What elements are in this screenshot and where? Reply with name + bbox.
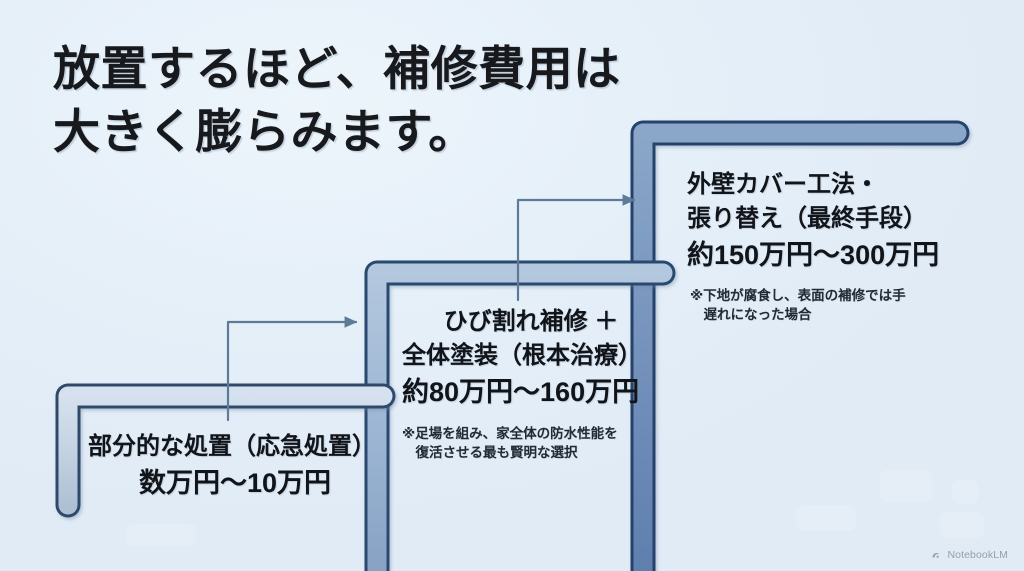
step-3-price: 約150万円〜300万円 [687,240,940,271]
step-3-note: ※下地が腐食し、表面の補修では手 遅れになった場合 [690,288,906,323]
connector-arrow-1 [226,316,358,422]
step-1-band [55,383,396,518]
step-3-label: 外壁カバー工法・ 張り替え（最終手段） 約150万円〜300万円 [687,168,939,275]
watermark-text: NotebookLM [947,549,1008,561]
step-1-price: 数万円〜10万円 [138,468,332,499]
step-2-line1: ひび割れ補修 ＋ [443,308,619,335]
step-3-band [630,120,970,571]
step-2-band [364,260,676,571]
step-2-label: ひび割れ補修 ＋ 全体塗装（根本治療） 約80万円〜160万円 [402,305,642,412]
step-1-line1: 部分的な処置（応急処置） [88,433,376,460]
connector-arrow-2 [516,194,636,302]
notebooklm-logo-icon [932,553,940,558]
step-2-line2: 全体塗装（根本治療） [402,342,642,370]
step-2-note: ※足場を組み、家全体の防水性能を 復活させる最も賢明な選択 [402,426,618,461]
step-3-line2: 張り替え（最終手段） [687,205,927,233]
page-title: 放置するほど、補修費用は 大きく膨らみます。 [53,42,621,158]
notebooklm-watermark: NotebookLM [931,549,1008,561]
step-2-price: 約80万円〜160万円 [402,377,640,408]
step-1-label: 部分的な処置（応急処置） 数万円〜10万円 [88,430,376,503]
step-3-line1: 外壁カバー工法・ [687,171,879,198]
